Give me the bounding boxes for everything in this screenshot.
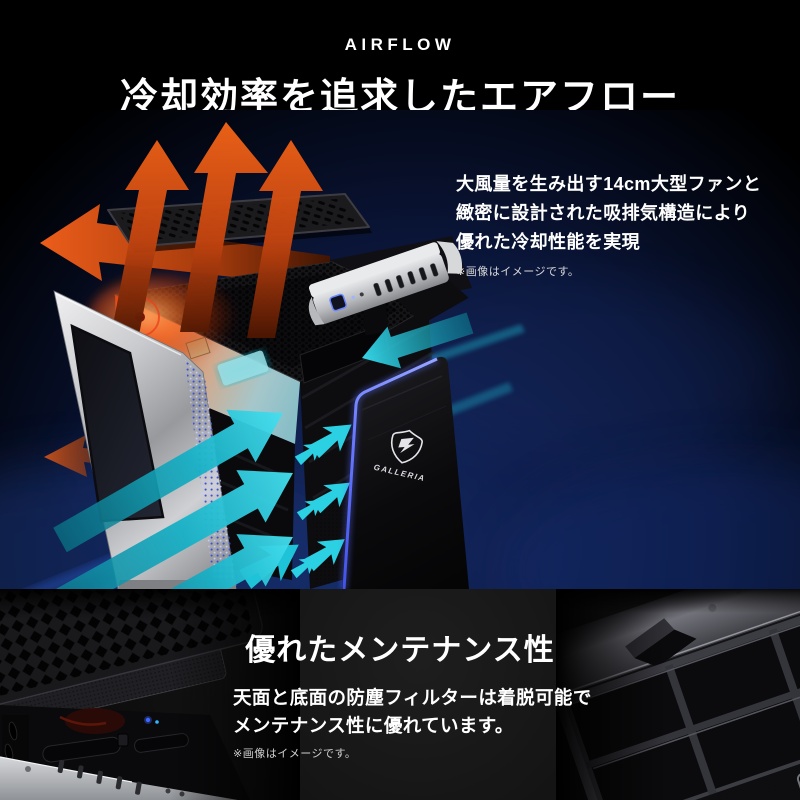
maintenance-image-note: ※画像はイメージです。 (233, 748, 357, 760)
case-io-panel (308, 241, 469, 336)
airflow-image-note: ※画像はイメージです。 (456, 266, 580, 278)
intake-arrows-icon (53, 409, 293, 589)
airflow-description-line: 大風量を生み出す14cm大型ファンと (456, 174, 762, 194)
side-panel-vents (185, 360, 237, 586)
case-front-silver (0, 757, 238, 800)
airflow-description-line: 緻密に設計された吸排気構造により (456, 203, 751, 223)
front-panel: GALLERIA (339, 354, 469, 589)
side-panel-window (70, 323, 165, 523)
airflow-eyebrow: AIRFLOW (344, 35, 456, 54)
exhaust-up-arrows-icon (111, 122, 323, 338)
top-filter-photo (0, 589, 300, 800)
maintenance-title: 優れたメンテナンス性 (245, 634, 555, 667)
airflow-illustration: GALLERIA (0, 110, 800, 589)
airflow-description-line: 優れた冷却性能を実現 (456, 232, 640, 252)
maintenance-illustration (0, 589, 800, 800)
maintenance-description: 天面と底面の防塵フィルターは着脱可能で メンテナンス性に優れています。 (233, 684, 592, 740)
maintenance-description-line: 天面と底面の防塵フィルターは着脱可能で (233, 687, 592, 708)
front-panel-led (342, 357, 438, 589)
bottom-filter-photo (556, 589, 800, 800)
maintenance-description-line: メンテナンス性に優れています。 (233, 715, 514, 736)
airflow-description: 大風量を生み出す14cm大型ファンと 緻密に設計された吸排気構造により 優れた冷… (456, 170, 761, 257)
cooler-teal-glow (217, 350, 269, 386)
